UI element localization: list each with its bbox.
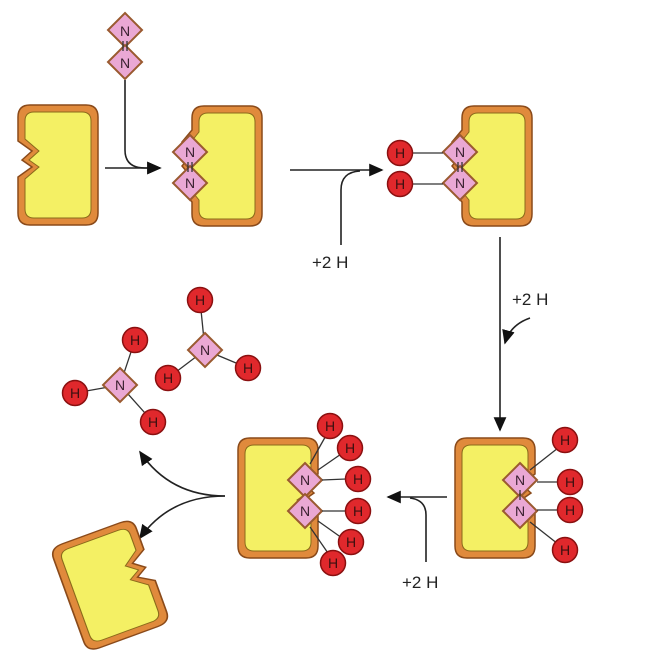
step2-label: +2 H xyxy=(312,253,348,272)
enzyme-n2-bound: N N xyxy=(172,105,263,227)
nitrogen-atom-label: N xyxy=(185,144,195,160)
hydrogen-atom-label: H xyxy=(148,414,158,430)
ammonia-molecule: N H H H xyxy=(61,326,167,436)
hydrogen-atom-label: H xyxy=(130,332,140,348)
hydrogen-atom-label: H xyxy=(345,440,355,456)
enzyme-released xyxy=(49,517,172,653)
nitrogen-atom-label: N xyxy=(185,175,195,191)
hydrogen-atom-label: H xyxy=(560,432,570,448)
hydrogen-atom-label: H xyxy=(195,292,205,308)
hydrogen-atom-label: H xyxy=(395,145,405,161)
hydrogen-atom-label: H xyxy=(243,360,253,376)
enzyme-n2h2: N N H H xyxy=(386,105,533,227)
step3-label: +2 H xyxy=(512,290,548,309)
enzyme-n2h4: N N H H H H xyxy=(454,426,584,564)
nitrogen-atom-label: N xyxy=(455,144,465,160)
hydrogen-atom-label: H xyxy=(560,542,570,558)
step3-h-input xyxy=(502,317,531,345)
step4-label: +2 H xyxy=(402,573,438,592)
nitrogen-atom-label: N xyxy=(515,503,525,519)
enzyme-release-arrow xyxy=(139,495,226,540)
hydrogen-atom-label: H xyxy=(70,385,80,401)
nitrogen-atom-label: N xyxy=(455,175,465,191)
nitrogen-atom-label: N xyxy=(120,55,130,71)
nitrogen-atom-label: N xyxy=(115,377,125,393)
nitrogen-atom-label: N xyxy=(120,23,130,39)
ammonia-molecule: N H H H xyxy=(154,286,262,392)
hydrogen-atom-label: H xyxy=(395,176,405,192)
enzyme-n2h6: N N H H H H H H xyxy=(237,412,372,577)
n2-binding-arrow xyxy=(124,80,162,175)
nitrogen-atom-label: N xyxy=(300,503,310,519)
step4-h-input xyxy=(409,497,427,562)
enzyme-free xyxy=(17,104,99,226)
hydrogen-atom-label: H xyxy=(325,418,335,434)
hydrogen-atom-label: H xyxy=(353,471,363,487)
n2-molecule: N N xyxy=(107,12,143,80)
hydrogen-atom-label: H xyxy=(565,502,575,518)
hydrogen-atom-label: H xyxy=(163,370,173,386)
nitrogen-atom-label: N xyxy=(200,342,210,358)
step2-h-input xyxy=(340,170,361,245)
hydrogen-atom-label: H xyxy=(565,474,575,490)
ammonia-release-arrow xyxy=(139,450,226,497)
hydrogen-atom-label: H xyxy=(346,534,356,550)
hydrogen-atom-label: H xyxy=(328,555,338,571)
nitrogen-atom-label: N xyxy=(300,472,310,488)
nitrogen-atom-label: N xyxy=(515,472,525,488)
hydrogen-atom-label: H xyxy=(353,503,363,519)
